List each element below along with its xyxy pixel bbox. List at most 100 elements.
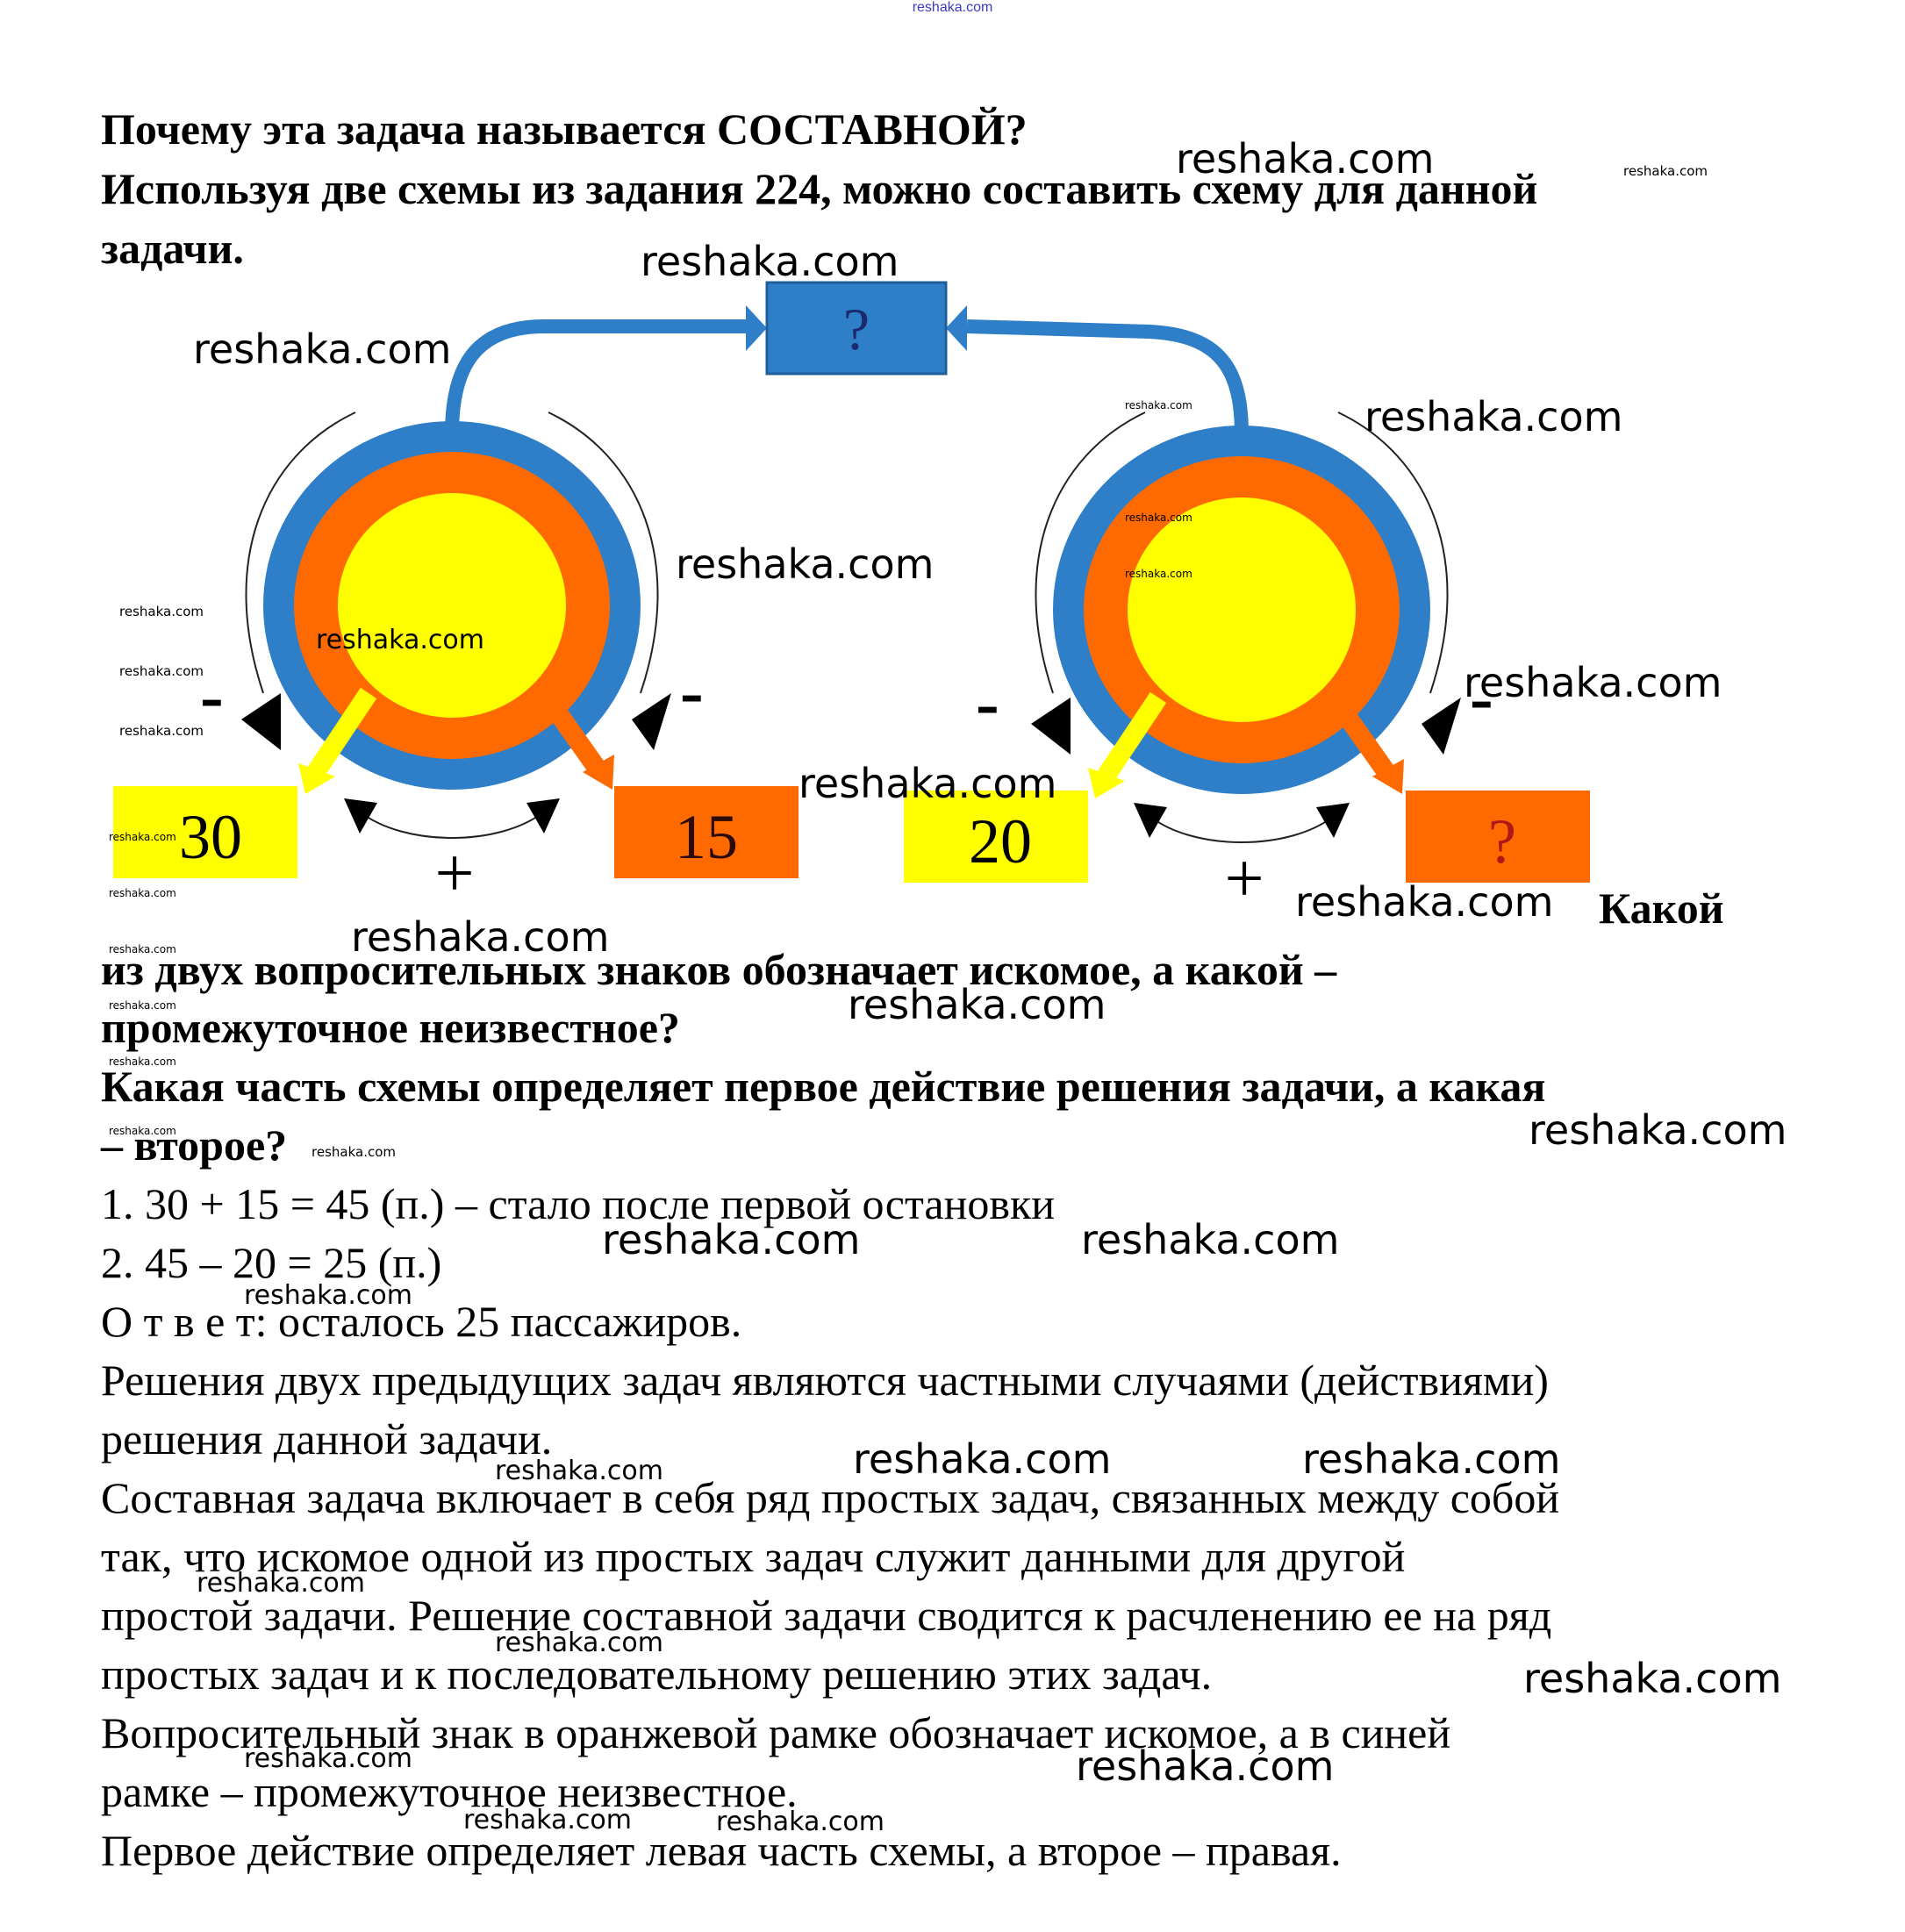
question-1-line-2: промежуточное неизвестное? — [101, 1003, 680, 1052]
watermark: reshaka.com — [244, 1280, 412, 1311]
watermark: reshaka.com — [1523, 1655, 1782, 1702]
explanation-line: простых задач и к последовательному реше… — [101, 1649, 1213, 1699]
heading-line-3: задачи. — [101, 224, 244, 273]
watermark: reshaka.com — [1125, 399, 1192, 411]
right-orange-value: ? — [1488, 806, 1516, 877]
watermark: reshaka.com — [1295, 878, 1554, 926]
right-connector-arrowhead — [946, 305, 967, 351]
left-bottom-arrowhead-right — [526, 798, 560, 834]
watermark: reshaka.com — [495, 1628, 663, 1658]
watermark: reshaka.com — [109, 1055, 176, 1068]
left-yellow-arrowhead — [298, 763, 335, 794]
watermark: reshaka.com — [109, 831, 176, 843]
right-arrowhead-minus-left — [1031, 698, 1071, 755]
left-connector-arrow — [445, 319, 746, 435]
watermark: reshaka.com — [1125, 512, 1192, 524]
right-yellow-value: 20 — [969, 806, 1032, 877]
solution-step-1: 1. 30 + 15 = 45 (п.) – стало после перво… — [101, 1179, 1056, 1228]
solution-step-2: 2. 45 – 20 = 25 (п.) — [101, 1238, 442, 1287]
left-yellow-box — [113, 786, 297, 878]
right-outer-arc-right — [1337, 411, 1449, 694]
question-2-line-1: Какая часть схемы определяет первое дейс… — [101, 1062, 1546, 1111]
watermark: reshaka.com — [316, 625, 484, 655]
watermark: reshaka.com — [119, 604, 204, 619]
watermark: reshaka.com — [1464, 659, 1722, 706]
right-yellow-arrow — [1097, 691, 1167, 783]
left-outer-arc-left — [245, 411, 356, 694]
left-arrowhead-minus-right — [632, 693, 671, 750]
watermark: reshaka.com — [799, 760, 1057, 807]
question-1-start: Какой — [1599, 884, 1724, 933]
watermark: reshaka.com — [1076, 1742, 1335, 1790]
watermark: reshaka.com — [1364, 393, 1623, 440]
watermark: reshaka.com — [244, 1743, 412, 1774]
right-orange-arrow — [1326, 691, 1394, 778]
watermark: reshaka.com — [109, 943, 176, 955]
left-orange-box — [614, 786, 799, 878]
watermark: reshaka.com — [641, 238, 899, 285]
watermark: reshaka.com — [109, 887, 176, 899]
watermark: reshaka.com — [119, 723, 204, 739]
watermark: reshaka.com — [119, 663, 204, 679]
watermark: reshaka.com — [109, 1125, 176, 1137]
left-outer-arc-right — [548, 411, 659, 694]
explanation-line: Вопросительный знак в оранжевой рамке об… — [101, 1708, 1451, 1757]
left-scheme: - - + 30 15 — [113, 411, 799, 912]
left-minus-left: - — [200, 658, 224, 735]
explanation-line: Решения двух предыдущих задач являются ч… — [101, 1356, 1549, 1405]
explanation-line: Первое действие определяет левая часть с… — [101, 1826, 1342, 1875]
watermark: reshaka.com — [1529, 1106, 1787, 1154]
right-minus-right: - — [1470, 660, 1493, 737]
left-bottom-arrowhead-left — [344, 798, 377, 834]
left-circle-yellow-core — [338, 493, 566, 718]
right-orange-box — [1406, 791, 1590, 883]
left-minus-right: - — [680, 654, 704, 731]
right-bottom-arc — [1149, 815, 1335, 843]
left-orange-arrowhead — [583, 755, 614, 790]
explanation-line: решения данной задачи. — [101, 1414, 553, 1463]
watermark: reshaka.com — [676, 540, 935, 588]
right-circle-yellow-core — [1128, 497, 1356, 722]
left-orange-arrow — [536, 687, 605, 774]
right-yellow-box — [904, 791, 1088, 883]
composite-task-diagram: ? - - + 30 15 — [113, 281, 1590, 918]
left-bottom-arc — [359, 811, 545, 839]
solution-answer: О т в е т: осталось 25 пассажиров. — [101, 1297, 742, 1346]
watermark: reshaka.com — [1125, 568, 1192, 580]
heading-line-1: Почему эта задача называется СОСТАВНОЙ? — [101, 104, 1028, 154]
top-question-box: ? — [765, 281, 948, 376]
watermark: reshaka.com — [848, 981, 1106, 1028]
question-2-line-2: – второе? — [101, 1120, 288, 1170]
left-plus: + — [434, 835, 474, 912]
explanation-line: Составная задача включает в себя ряд про… — [101, 1473, 1560, 1522]
explanation-line: так, что искомое одной из простых задач … — [101, 1532, 1406, 1581]
right-outer-arc-left — [1035, 411, 1146, 694]
top-box-label: ? — [843, 296, 870, 362]
right-minus-left: - — [976, 665, 999, 742]
left-orange-value: 15 — [675, 802, 738, 872]
watermark: reshaka.com — [716, 1807, 884, 1837]
watermark: reshaka.com — [1081, 1216, 1340, 1263]
watermark: reshaka.com — [1302, 1435, 1561, 1483]
left-yellow-arrow — [307, 687, 377, 778]
watermark: reshaka.com — [197, 1568, 365, 1599]
left-connector-arrowhead — [746, 305, 767, 351]
right-yellow-arrowhead — [1088, 768, 1125, 798]
watermark: reshaka.com — [853, 1435, 1112, 1483]
watermark: reshaka.com — [109, 999, 176, 1012]
left-yellow-value: 30 — [179, 802, 242, 872]
watermark: reshaka.com — [312, 1144, 396, 1160]
watermark: reshaka.com — [495, 1456, 663, 1486]
watermark: reshaka.com — [351, 913, 610, 961]
watermark: reshaka.com — [193, 326, 452, 373]
right-plus: + — [1224, 841, 1264, 918]
watermark: reshaka.com — [463, 1805, 632, 1835]
question-1-line-1: из двух вопросительных знаков обозначает… — [101, 945, 1337, 994]
explanation-line: рамке – промежуточное неизвестное. — [101, 1767, 798, 1816]
left-arrowhead-minus-left — [241, 693, 281, 750]
watermark: reshaka.com — [1176, 135, 1435, 182]
right-bottom-arrowhead-right — [1316, 803, 1350, 838]
right-connector-arrow — [966, 319, 1249, 435]
explanation-line: простой задачи. Решение составной задачи… — [101, 1591, 1552, 1640]
heading-line-2: Используя две схемы из задания 224, можн… — [101, 164, 1538, 213]
